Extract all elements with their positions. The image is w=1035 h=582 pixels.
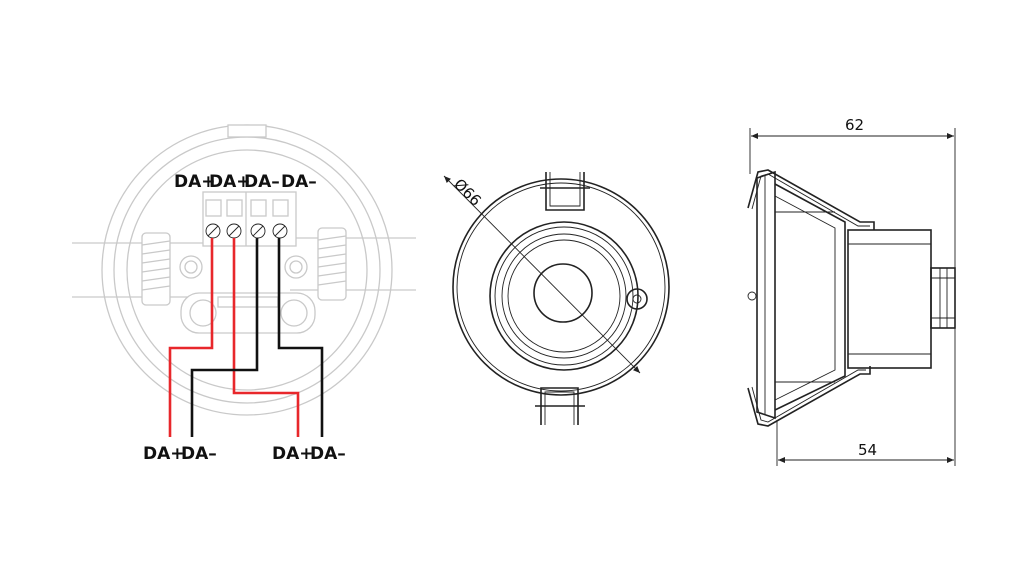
dimension-62-label: 62 [845, 116, 864, 134]
wire-da-minus-2 [277, 238, 324, 437]
cable-clamp [180, 292, 316, 334]
dimension-54-label: 54 [858, 441, 877, 459]
terminal-screws [205, 223, 288, 239]
wiring-view: DA+ DA+ DA– DA– DA+ DA– DA+ DA– [72, 124, 416, 464]
bottom-right-label-1: DA+ [272, 444, 314, 464]
terminal-block [202, 191, 297, 247]
housing-ring-3 [126, 149, 368, 391]
terminal-label-1: DA+ [174, 172, 216, 192]
left-spring [141, 232, 171, 306]
front-top-clip [540, 172, 590, 211]
housing-top-tab [227, 124, 267, 138]
side-view: 62 54 [747, 116, 956, 466]
terminal-label-3: DA– [244, 172, 280, 192]
right-spring [317, 227, 347, 301]
left-screw-hole [179, 255, 203, 279]
bottom-left-label-2: DA– [181, 444, 217, 464]
diameter-dimension-line [443, 175, 641, 374]
front-sensor [533, 263, 593, 323]
front-bottom-clip [535, 387, 585, 425]
bottom-right-label-2: DA– [310, 444, 346, 464]
wire-da-plus-2 [232, 238, 300, 437]
right-screw-hole [284, 255, 308, 279]
front-view: Ø66 [443, 172, 670, 425]
front-rim-2 [456, 182, 666, 392]
wire-da-minus-1 [190, 238, 259, 437]
side-bottom-clip [747, 366, 871, 427]
terminal-label-2: DA+ [209, 172, 251, 192]
front-outer-rim [452, 178, 670, 396]
diameter-label: Ø66 [450, 175, 485, 210]
terminal-label-4: DA– [281, 172, 317, 192]
wire-da-plus-1 [168, 238, 214, 437]
side-top-clip [747, 169, 875, 230]
side-body [747, 170, 956, 420]
bottom-left-label-1: DA+ [143, 444, 185, 464]
